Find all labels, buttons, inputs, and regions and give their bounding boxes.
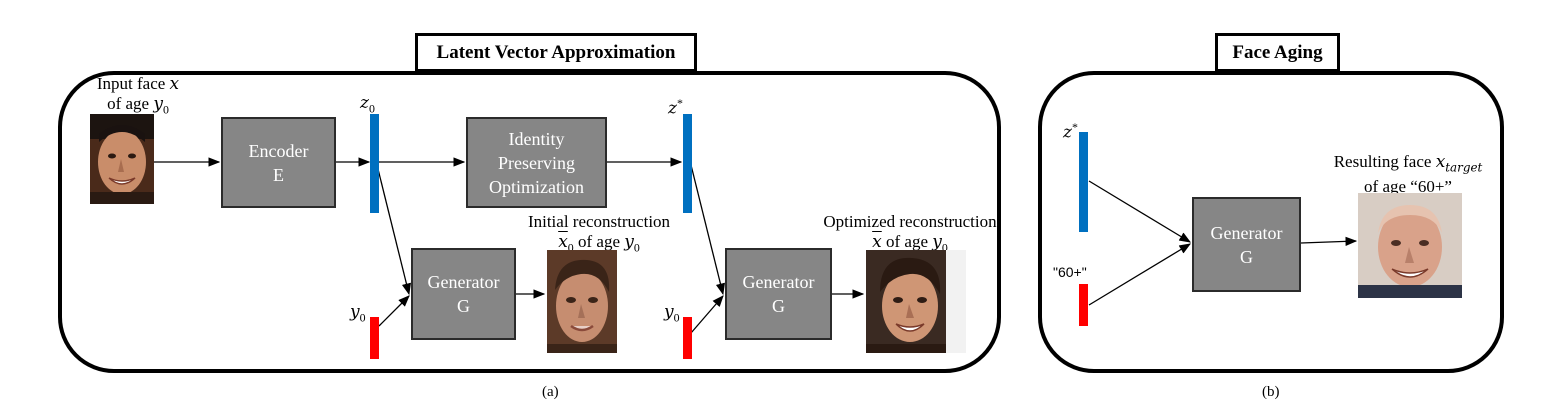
initial-reconstruction-label: Initial reconstruction x0 of age y0 [527, 212, 671, 255]
panel-a-caption: (a) [542, 384, 559, 400]
z0-vector [370, 114, 379, 213]
arrow-y0-to-generator1 [378, 295, 410, 327]
age-input-label: "60+" [1053, 264, 1087, 280]
age-input-vector [1079, 284, 1088, 326]
initial-reconstruction-image [547, 250, 617, 353]
encoder-block: Encoder E [221, 117, 336, 208]
generator-block-2: Generator G [725, 248, 832, 340]
panel-b-title: Face Aging [1215, 33, 1340, 72]
arrow-y0-to-generator2 [690, 295, 724, 334]
resulting-face-image [1358, 193, 1462, 298]
latent-vector-approximation-panel [58, 71, 1001, 373]
optimized-reconstruction-image [866, 250, 966, 353]
input-face-label: Input face x of age y0 [96, 74, 180, 117]
input-face-image [90, 114, 154, 204]
y0-left-vector [370, 317, 379, 359]
identity-preserving-optimization-block: Identity Preserving Optimization [466, 117, 607, 208]
optimized-reconstruction-label: Optimized reconstruction x of age y0 [823, 212, 997, 255]
zstar-vector [683, 114, 692, 213]
arrow-generator-b-to-result [1300, 236, 1358, 247]
z0-label: z0 [360, 93, 375, 116]
arrow-zstar-to-generator-b [1088, 180, 1192, 243]
zstar-label: z* [668, 96, 683, 119]
panel-b-caption: (b) [1262, 384, 1280, 400]
y0-left-label: y0 [350, 302, 366, 325]
y0-right-label: y0 [664, 302, 680, 325]
arrow-z0-to-generator1 [376, 164, 412, 296]
y0-right-vector [683, 317, 692, 359]
generator-block-1: Generator G [411, 248, 516, 340]
arrow-zstar-to-generator2 [690, 164, 726, 296]
zstar-b-vector [1079, 132, 1088, 232]
resulting-face-label: Resulting face xtarget of age “60+” [1333, 152, 1483, 197]
face-aging-panel [1038, 71, 1504, 373]
panel-a-title: Latent Vector Approximation [415, 33, 697, 72]
generator-block-b: Generator G [1192, 197, 1301, 292]
arrow-age-to-generator-b [1088, 243, 1192, 306]
zstar-b-label: z* [1063, 120, 1078, 143]
